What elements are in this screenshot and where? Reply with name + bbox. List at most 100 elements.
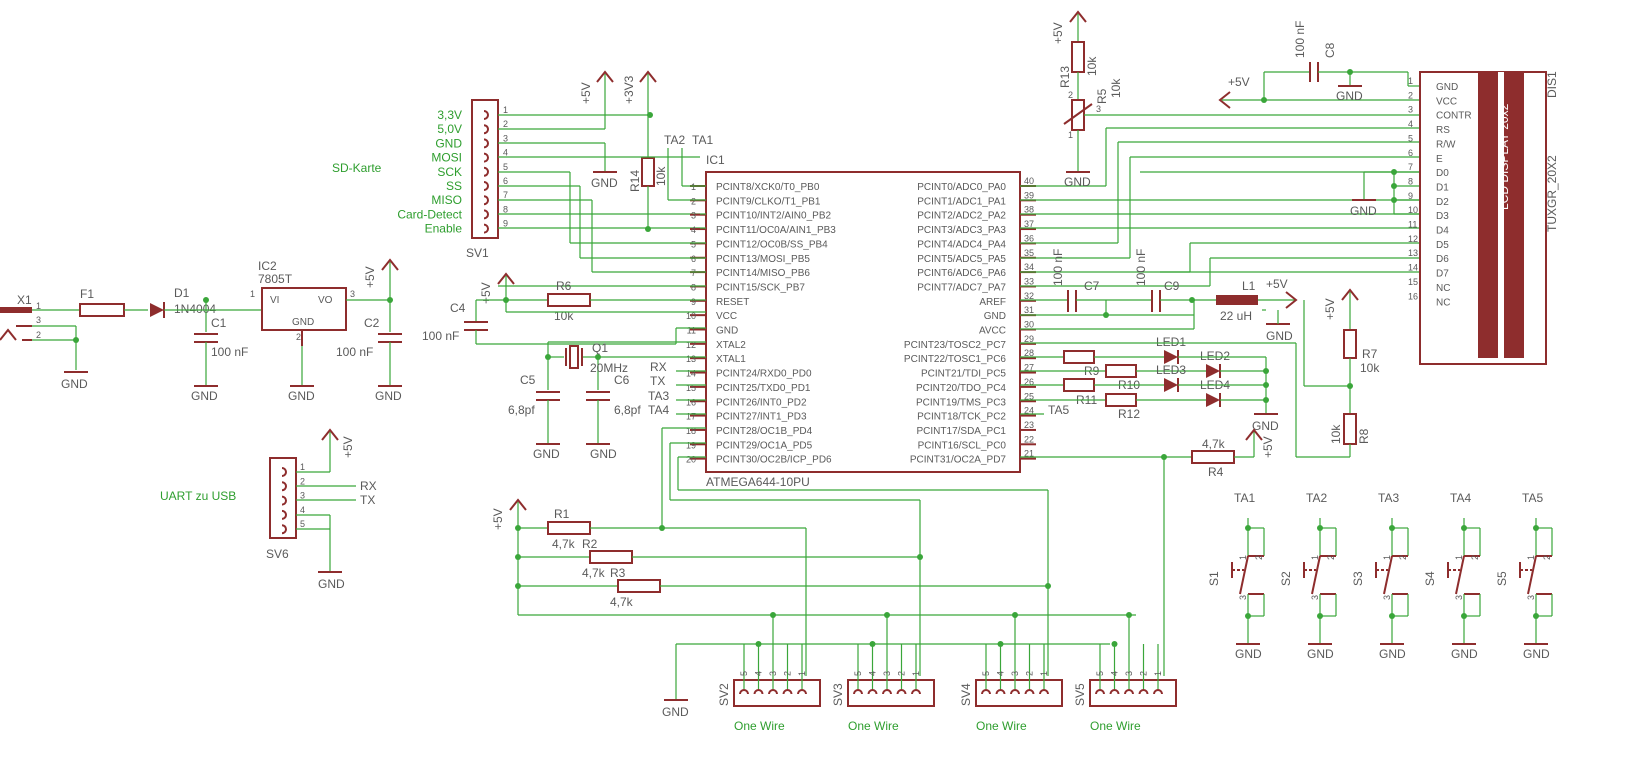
lcd-pin-label: D3 <box>1436 211 1449 222</box>
svg-text:GND: GND <box>1252 419 1279 433</box>
sd-card-pin-num: 3 <box>503 133 508 143</box>
svg-text:TA2: TA2 <box>664 133 685 147</box>
ic1-body <box>705 171 1021 473</box>
one-wire-pin-num: 4 <box>754 671 764 676</box>
ic1-pin-label: PCINT31/OC2A_PD7 <box>910 455 1007 466</box>
svg-text:GND: GND <box>375 389 402 403</box>
svg-text:100 nF: 100 nF <box>1293 21 1307 58</box>
svg-text:2: 2 <box>1398 555 1408 560</box>
svg-text:+5V: +5V <box>479 282 493 304</box>
lcd-pin-label: NC <box>1436 297 1450 308</box>
sd-card-pin-label: 5,0V <box>437 122 462 136</box>
sd-card-pin-num: 4 <box>503 148 508 158</box>
svg-text:R2: R2 <box>582 537 598 551</box>
ic1-pin-label: XTAL1 <box>716 354 746 365</box>
r2-resistor <box>589 550 633 564</box>
lcd-pin-num: 6 <box>1408 148 1413 158</box>
one-wire-pin-socket <box>1124 689 1134 695</box>
x1-pin <box>0 307 32 313</box>
ic1-pin-num: 18 <box>686 426 696 436</box>
svg-text:10k: 10k <box>1085 56 1099 76</box>
ic1-pin-num: 11 <box>687 326 696 336</box>
ic1-pin-num: 1 <box>691 182 696 192</box>
gnd-label: GND <box>1451 647 1478 661</box>
svg-text:C7: C7 <box>1084 279 1100 293</box>
svg-text:GND: GND <box>662 705 689 719</box>
lcd-pin-label: D0 <box>1436 168 1449 179</box>
sv1-label: SV1 <box>466 246 489 260</box>
ic1-pin-num: 25 <box>1024 391 1034 401</box>
uart-pin-num: 5 <box>300 519 305 529</box>
switch-ta-label: TA4 <box>1450 491 1471 505</box>
c2-label: C2 <box>364 316 380 330</box>
sd-card-pin-label: MOSI <box>431 151 462 165</box>
ic1-pin-label: PCINT18/TCK_PC2 <box>917 412 1006 423</box>
ic1-pin-label: PCINT4/ADC4_PA4 <box>917 239 1006 250</box>
one-wire-pin-num: 5 <box>981 671 991 676</box>
sd-card-pin-socket <box>483 110 489 120</box>
lcd-pin-label: D1 <box>1436 182 1449 193</box>
svg-text:C4: C4 <box>450 301 466 315</box>
ic1-pin-label: PCINT19/TMS_PC3 <box>916 397 1006 408</box>
r11-resistor <box>1063 378 1095 392</box>
uart-pin-num: 1 <box>300 462 305 472</box>
ic1-pin-num: 15 <box>686 383 696 393</box>
one-wire-pin-socket <box>782 689 793 695</box>
one-wire-pin-socket <box>753 689 764 695</box>
one-wire-pin-socket <box>1024 689 1035 695</box>
svg-text:GND: GND <box>591 176 618 190</box>
sd-card-pin-socket <box>483 195 489 206</box>
one-wire-pin-socket <box>882 689 892 695</box>
r8-resistor <box>1343 413 1357 445</box>
ic1-pin-num: 33 <box>1024 276 1034 286</box>
svg-text:3: 3 <box>1096 104 1101 114</box>
sd-card-pin-num: 9 <box>503 219 508 229</box>
lcd-pin-num: 16 <box>1408 291 1418 301</box>
svg-text:10k: 10k <box>1360 361 1380 375</box>
lcd-pin-num: 8 <box>1408 176 1413 186</box>
svg-text:2: 2 <box>36 330 41 340</box>
svg-text:GND: GND <box>318 577 345 591</box>
mcu-left-circuit: +5V R6 10k C4 100 nF Q1 20MHz <box>422 148 1048 528</box>
switch-name: S4 <box>1423 571 1437 586</box>
c1-label: C1 <box>211 316 227 330</box>
svg-text:R5: R5 <box>1095 88 1109 104</box>
one-wire-pin-socket <box>1010 689 1020 695</box>
switch-lever <box>1455 555 1465 595</box>
ic1-pin-label: PCINT14/MISO_PB6 <box>716 268 810 279</box>
lcd-part: LCD DISPLAY 20x2 <box>1497 103 1511 210</box>
uart-pin-socket <box>281 481 287 492</box>
plus5v-arrow <box>381 258 399 271</box>
switch-ta-label: TA1 <box>1234 491 1255 505</box>
one-wire-pin-num: 4 <box>996 671 1006 676</box>
sd-card-pin-num: 1 <box>503 105 508 115</box>
power-supply: X1 1 3 2 GND F1 D1 1N4004 C1 100 nF GND <box>0 258 402 403</box>
one-wire-pin-num: 2 <box>783 671 793 676</box>
svg-text:10k: 10k <box>1109 78 1123 98</box>
ic2-label: IC2 <box>258 259 277 273</box>
r12-resistor <box>1105 393 1137 407</box>
one-wire-connector-name: SV2 <box>717 683 731 706</box>
svg-text:22 uH: 22 uH <box>1220 309 1252 323</box>
svg-text:1: 1 <box>1526 555 1536 560</box>
ic1-pin-label: PCINT23/TOSC2_PC7 <box>904 340 1007 351</box>
uart-pin-socket <box>281 524 287 535</box>
ic1-pin-num: 26 <box>1024 377 1034 387</box>
svg-text:LED2: LED2 <box>1200 349 1230 363</box>
svg-text:+5V: +5V <box>1051 22 1065 44</box>
ic1-pin-num: 37 <box>1024 219 1034 229</box>
switch-name: S2 <box>1279 571 1293 586</box>
svg-text:2: 2 <box>1470 555 1480 560</box>
ic1-pin-num: 35 <box>1024 248 1034 258</box>
gnd-label: GND <box>1379 647 1406 661</box>
one-wire-label: One Wire <box>734 719 785 733</box>
ic2-part: 7805T <box>258 272 293 286</box>
svg-text:3: 3 <box>1454 595 1464 600</box>
one-wire-pin-num: 4 <box>868 671 878 676</box>
svg-text:+5V: +5V <box>1266 277 1288 291</box>
ic1-pin-label: PCINT3/ADC3_PA3 <box>917 225 1006 236</box>
svg-text:+5V: +5V <box>1323 298 1337 320</box>
ic1-pin-label: PCINT27/INT1_PD3 <box>716 412 807 423</box>
